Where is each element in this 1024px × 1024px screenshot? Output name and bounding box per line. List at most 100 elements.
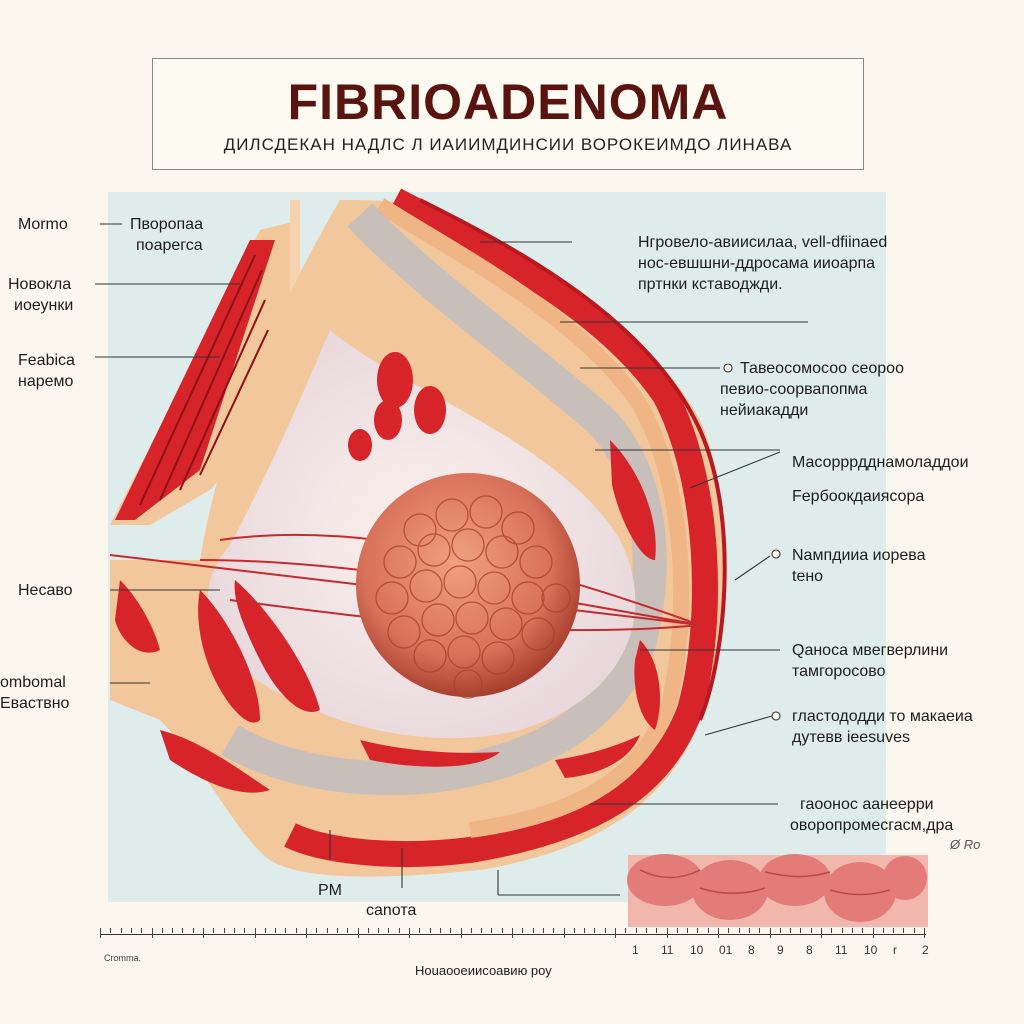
label-right-2: Тавеосомосоо сеороо певио-соорвапопма не… bbox=[720, 358, 904, 421]
scale-tick-mark bbox=[512, 928, 513, 938]
scale-tick-mark bbox=[481, 928, 483, 933]
scale-tick-mark bbox=[697, 928, 699, 933]
scale-tick-label: 8 bbox=[748, 943, 755, 957]
label-right-6-line2: тамгоросово bbox=[792, 663, 886, 680]
label-right-1: Нгровело-авиисилаа, vell-dfiinaed нос-ев… bbox=[638, 232, 887, 295]
label-left-3: Feabica наремо bbox=[18, 350, 75, 392]
label-right-4: Fербоокдаиясора bbox=[792, 488, 925, 505]
scale-tick-mark bbox=[110, 928, 112, 933]
scale-tick-mark bbox=[522, 928, 524, 933]
label-right-5-line2: tено bbox=[792, 568, 824, 585]
scale-tick-label: 8 bbox=[806, 943, 813, 957]
label-inner-left: Пворопаа поарегса bbox=[130, 214, 203, 256]
label-left-1: Mormo bbox=[18, 216, 68, 233]
scale-tick-mark bbox=[100, 928, 101, 938]
scale-tick-mark bbox=[378, 928, 380, 933]
scale-tick-label: 1 bbox=[632, 943, 639, 957]
scale-tick-mark bbox=[532, 928, 534, 933]
label-right-2-line3: нейиакадди bbox=[720, 402, 809, 419]
label-right-7-line2: дутевв ieesuves bbox=[792, 729, 910, 746]
scale-tick-mark bbox=[687, 928, 689, 933]
label-left-5: ombomal Еваствно bbox=[0, 672, 69, 714]
scale-tick-mark bbox=[728, 928, 730, 933]
scale-tick-mark bbox=[553, 928, 555, 933]
scale-tick-mark bbox=[192, 928, 194, 933]
scale-tick-mark bbox=[882, 928, 884, 933]
label-right-7: гластододди то макаеиа дутевв ieesuves bbox=[792, 706, 973, 748]
scale-tick-mark bbox=[120, 928, 122, 933]
scale-tick-mark bbox=[584, 928, 586, 933]
label-left-2-line1: Новокла bbox=[8, 276, 72, 293]
scale-tick-mark bbox=[810, 928, 812, 933]
scale-tick-mark bbox=[625, 928, 627, 933]
label-right-6-line1: Qаноса мвегверлини bbox=[792, 642, 949, 659]
fibroadenoma-tumor bbox=[356, 473, 580, 699]
label-right-8: гаоонос аанеерри оворопромесгасм,дра bbox=[790, 794, 953, 836]
scale-tick-mark bbox=[388, 928, 390, 933]
scale-tick-mark bbox=[213, 928, 215, 933]
scale-tick-mark bbox=[594, 928, 596, 933]
scale-tick-label: r bbox=[893, 943, 897, 957]
scale-tick-mark bbox=[645, 928, 647, 933]
scale-tick-mark bbox=[161, 928, 163, 933]
scale-tick-mark bbox=[872, 928, 874, 938]
label-right-3: Масорррдднамоладдои bbox=[792, 454, 969, 471]
title-box: FIBRIOADENOMA ДИЛСДЕКАН НАДЛС Л ИАИИМДИН… bbox=[152, 58, 864, 170]
scale-tick-mark bbox=[913, 928, 915, 933]
scale-tick-mark bbox=[275, 928, 277, 933]
scale-tick-mark bbox=[924, 928, 925, 938]
label-left-3-line1: Feabica bbox=[18, 352, 75, 369]
scale-tick-mark bbox=[821, 928, 822, 938]
label-left-3-line2: наремо bbox=[18, 373, 74, 390]
scale-tick-mark bbox=[460, 928, 462, 938]
scale-tick-mark bbox=[233, 928, 235, 933]
label-right-2-line2: певио-соорвапопма bbox=[720, 381, 868, 398]
label-left-2: Новокла иоеунки bbox=[8, 274, 73, 316]
scale-tick-mark bbox=[316, 928, 318, 933]
label-right-1-line1: Нгровело-авиисилаа, vell-dfiinaed bbox=[638, 234, 888, 251]
scale-tick-mark bbox=[831, 928, 833, 933]
scale-tick-mark bbox=[244, 928, 246, 933]
scale-tick-mark bbox=[419, 928, 421, 933]
scale-tick-mark bbox=[347, 928, 349, 933]
scale-tick-mark bbox=[615, 928, 616, 938]
scale-tick-mark bbox=[707, 928, 709, 933]
scale-tick-mark bbox=[851, 928, 853, 933]
scale-tick-mark bbox=[182, 928, 184, 933]
scale-tick-mark bbox=[203, 928, 204, 938]
scale-tick-label: 2 bbox=[922, 943, 929, 957]
label-right-8-line1: гаоонос аанеерри bbox=[800, 796, 934, 813]
scale-tick-mark bbox=[862, 928, 864, 933]
scale-tick-mark bbox=[491, 928, 493, 933]
scale-tick-label: 11 bbox=[835, 943, 848, 957]
scale-tick-label: 11 bbox=[661, 943, 674, 957]
label-left-5-line2: Еваствно bbox=[0, 695, 70, 712]
scale-tick-mark bbox=[223, 928, 225, 933]
scale-tick-mark bbox=[769, 928, 771, 938]
label-inner-left-line2: поарегса bbox=[136, 237, 203, 254]
label-left-5-line1: ombomal bbox=[0, 674, 66, 691]
scale-tick-mark bbox=[172, 928, 174, 933]
scale-tick-mark bbox=[738, 928, 740, 933]
scale-tick-mark bbox=[604, 928, 606, 933]
label-right-1-line3: пртнки кставоджди. bbox=[638, 276, 783, 293]
label-left-4: Несаво bbox=[18, 582, 73, 599]
label-right-5: Nампдииа иорева tено bbox=[792, 545, 926, 587]
footer-center-label: Ноuaoоeиисоавию роу bbox=[415, 963, 552, 978]
scale-tick-mark bbox=[306, 928, 307, 938]
scale-tick-mark bbox=[409, 928, 410, 938]
scale-tick-mark bbox=[501, 928, 503, 933]
signature: Ø Ro bbox=[950, 837, 981, 852]
scale-tick-mark bbox=[542, 928, 544, 933]
scale-bar bbox=[100, 934, 926, 935]
diagram-subtitle: ДИЛСДЕКАН НАДЛС Л ИАИИМДИНСИИ ВОРОКЕИМДО… bbox=[223, 135, 793, 154]
scale-tick-mark bbox=[429, 928, 431, 933]
scale-tick-label: 01 bbox=[719, 943, 733, 957]
scale-tick-mark bbox=[893, 928, 895, 933]
scale-tick-mark bbox=[264, 928, 266, 933]
footer-left-label: Cromma. bbox=[104, 953, 142, 963]
label-right-8-line2: оворопромесгасм,дра bbox=[790, 817, 954, 834]
scale-tick-mark bbox=[285, 928, 287, 933]
label-right-1-line2: нос-евшшни-ддросама ииоарпа bbox=[638, 255, 876, 272]
scale-tick-mark bbox=[254, 928, 256, 938]
